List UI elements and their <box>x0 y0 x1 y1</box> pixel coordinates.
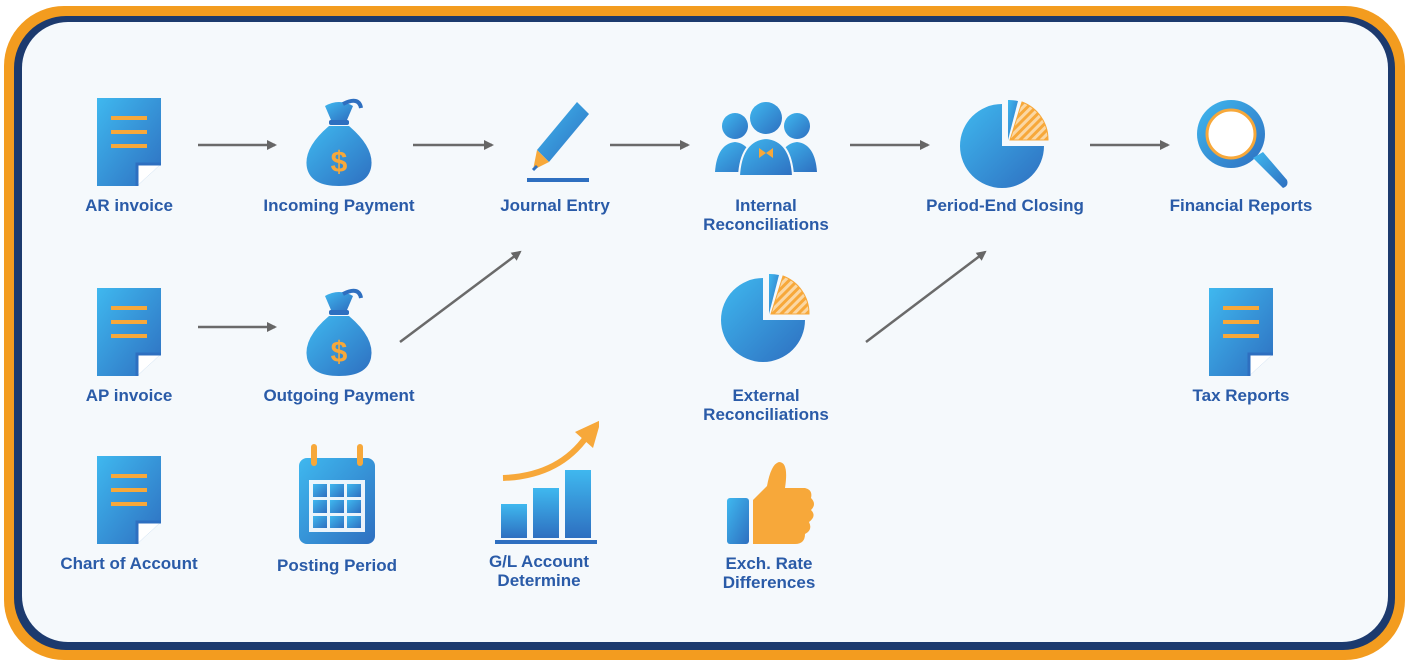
document-icon <box>97 288 161 376</box>
node-external-reconciliations: External Reconciliations <box>681 270 851 424</box>
node-outgoing-payment: $ Outgoing Payment <box>254 286 424 405</box>
gl-label-line1: G/L Account <box>488 552 590 571</box>
financial-reports-label: Financial Reports <box>1169 196 1313 215</box>
svg-text:$: $ <box>331 146 348 179</box>
outgoing-payment-label: Outgoing Payment <box>263 386 415 405</box>
gl-account-label: G/L Account Determine <box>454 552 624 590</box>
node-financial-reports: Financial Reports <box>1156 96 1326 215</box>
magnifier-icon <box>1197 100 1288 188</box>
external-label-line1: External <box>732 386 800 405</box>
pie-chart-icon <box>960 99 1049 188</box>
node-gl-account-determine: G/L Account Determine <box>454 416 624 590</box>
node-internal-reconciliations: Internal Reconciliations <box>681 96 851 234</box>
ar-invoice-label: AR invoice <box>85 196 173 215</box>
journal-entry-label: Journal Entry <box>500 196 610 215</box>
pen-icon <box>527 102 589 182</box>
tax-reports-label: Tax Reports <box>1192 386 1290 405</box>
svg-text:$: $ <box>331 336 348 369</box>
pie-chart-icon <box>721 273 810 362</box>
arrow-external-to-closing <box>865 250 987 343</box>
node-tax-reports: Tax Reports <box>1156 286 1326 405</box>
chart-of-account-label: Chart of Account <box>60 554 198 573</box>
incoming-payment-label: Incoming Payment <box>263 196 415 215</box>
node-chart-of-account: Chart of Account <box>44 454 214 573</box>
gl-label-line2: Determine <box>497 571 581 590</box>
external-reconciliations-label: External Reconciliations <box>681 386 851 424</box>
posting-period-label: Posting Period <box>277 556 397 575</box>
node-posting-period: Posting Period <box>252 440 422 575</box>
internal-label-line1: Internal <box>735 196 797 215</box>
money-bag-icon: $ <box>306 98 372 186</box>
exch-rate-label: Exch. Rate Differences <box>684 554 854 592</box>
internal-reconciliations-label: Internal Reconciliations <box>681 196 851 234</box>
node-ap-invoice: AP invoice <box>44 286 214 405</box>
document-icon <box>1209 288 1273 376</box>
ap-invoice-label: AP invoice <box>85 386 173 405</box>
arrow-outgoing-to-journal <box>399 250 522 343</box>
thumbs-up-icon <box>727 462 814 544</box>
money-bag-icon: $ <box>306 288 372 376</box>
node-exch-rate-differences: Exch. Rate Differences <box>684 458 854 592</box>
exch-label-line1: Exch. Rate <box>725 554 813 573</box>
calendar-icon <box>299 444 375 544</box>
diagram-panel <box>22 22 1388 642</box>
people-icon <box>715 102 817 177</box>
node-ar-invoice: AR invoice <box>44 96 214 215</box>
exch-label-line2: Differences <box>722 573 816 592</box>
node-incoming-payment: $ Incoming Payment <box>254 96 424 215</box>
internal-label-line2: Reconciliations <box>703 215 829 234</box>
node-period-end-closing: Period-End Closing <box>920 96 1090 215</box>
document-icon <box>97 98 161 186</box>
bar-chart-icon <box>495 420 599 544</box>
period-end-closing-label: Period-End Closing <box>926 196 1084 215</box>
node-journal-entry: Journal Entry <box>470 96 640 215</box>
external-label-line2: Reconciliations <box>703 405 829 424</box>
document-icon <box>97 456 161 544</box>
